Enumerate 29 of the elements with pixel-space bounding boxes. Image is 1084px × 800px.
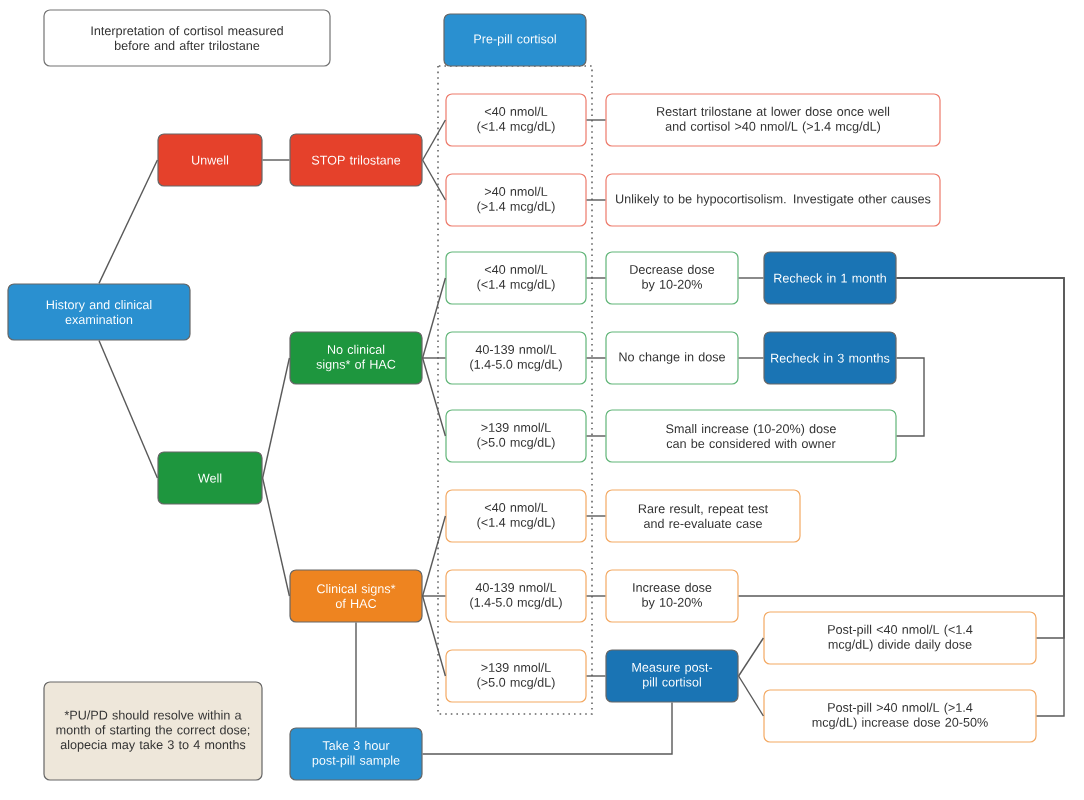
- connector-line: [585, 119, 607, 121]
- connector-line: [421, 357, 447, 359]
- connector-line: [585, 199, 607, 201]
- connector-line: [585, 357, 607, 359]
- connector-line: [421, 595, 447, 677]
- connector-line: [421, 595, 447, 597]
- connector-line: [895, 357, 925, 437]
- connector-line: [737, 637, 765, 677]
- connector-line: [421, 701, 673, 755]
- connector-line: [895, 277, 1065, 717]
- connector-line: [355, 621, 357, 729]
- connector-line: [585, 277, 607, 279]
- connector-line: [98, 159, 159, 285]
- connector-line: [421, 515, 447, 597]
- connector-line: [421, 119, 447, 161]
- connector-line: [585, 675, 607, 677]
- connector-line: [421, 357, 447, 437]
- connector-line: [421, 277, 447, 359]
- connector-line: [261, 477, 291, 597]
- connector-line: [421, 159, 447, 201]
- connector-line: [98, 339, 159, 479]
- connector-line: [737, 357, 765, 359]
- connector-line: [585, 435, 607, 437]
- connector-line: [737, 675, 765, 717]
- connector-line: [261, 357, 291, 479]
- connector-line: [737, 277, 765, 279]
- connector-line: [585, 595, 607, 597]
- connector-line: [585, 515, 607, 517]
- connector-line: [261, 159, 291, 161]
